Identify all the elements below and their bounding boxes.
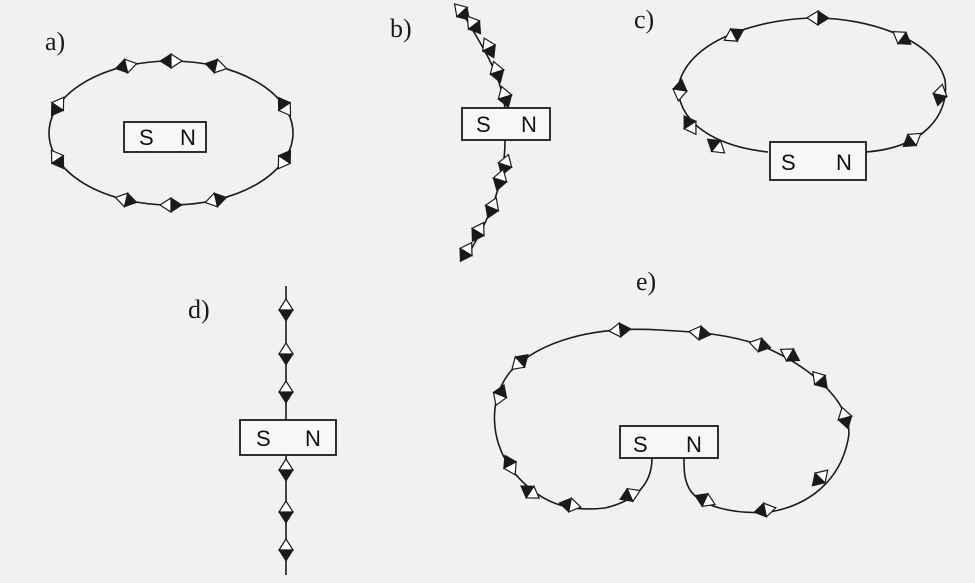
compass-needles	[50, 52, 292, 214]
compass-needle-icon	[159, 52, 184, 70]
north-pole-label: N	[686, 432, 702, 457]
panel-a: a) S N	[45, 27, 294, 214]
compass-needle-icon	[50, 149, 65, 170]
compass-needle-icon	[492, 383, 508, 407]
south-pole-label: S	[476, 112, 491, 137]
panel-label-d: d)	[188, 295, 210, 324]
compass-needle-icon	[114, 58, 138, 75]
panel-label-b: b)	[390, 14, 412, 43]
compass-needle-icon	[520, 484, 541, 499]
compass-needle-icon	[682, 114, 697, 136]
compass-needle-icon	[204, 191, 228, 208]
compass-needle-icon	[812, 370, 828, 389]
compass-needle-icon	[619, 487, 642, 503]
compass-needle-icon	[805, 9, 830, 27]
compass-needle-icon	[931, 83, 948, 107]
panel-b: b) S N	[390, 3, 551, 263]
compass-needle-icon	[723, 27, 745, 43]
compass-needle-icon	[902, 132, 922, 148]
compass-needle-icon	[489, 60, 505, 84]
compass-needle-icon	[466, 15, 482, 35]
compass-needle-icon	[277, 96, 292, 117]
compass-needle-icon	[753, 502, 777, 519]
panel-e: e) S N	[492, 267, 853, 519]
panel-d: d) S N	[188, 286, 337, 575]
compass-needle-icon	[837, 406, 853, 430]
magnet-body	[239, 419, 337, 456]
compass-needle-icon	[779, 347, 801, 363]
magnet-body	[769, 141, 867, 181]
panel-label-a: a)	[45, 27, 65, 56]
field-line	[465, 139, 506, 259]
compass-needle-icon	[706, 138, 726, 154]
south-pole-label: S	[256, 426, 271, 451]
magnet-body	[123, 121, 207, 153]
compass-needle-icon	[277, 149, 292, 170]
panel-label-c: c)	[634, 5, 654, 34]
compass-needle-icon	[158, 196, 183, 214]
compass-needle-icon	[484, 196, 500, 219]
compass-needle-icon	[811, 469, 829, 487]
compass-needle-icon	[688, 325, 712, 342]
compass-needle-icon	[277, 537, 295, 562]
compass-needles	[453, 3, 513, 109]
panel-label-e: e)	[636, 267, 656, 296]
compass-needles	[492, 321, 853, 519]
magnet-body	[461, 107, 551, 141]
south-pole-label: S	[633, 432, 648, 457]
compass-needle-icon	[277, 457, 295, 482]
panel-c: c) S N	[634, 5, 948, 181]
north-pole-label: N	[521, 112, 537, 137]
north-pole-label: N	[836, 150, 852, 175]
compass-needle-icon	[458, 241, 474, 263]
south-pole-label: S	[781, 150, 796, 175]
compass-needle-icon	[277, 499, 295, 524]
compass-needle-icon	[607, 321, 632, 338]
compass-needle-icon	[492, 168, 508, 192]
compass-needle-icon	[50, 96, 65, 117]
compass-needle-icon	[511, 353, 529, 371]
compass-needle-icon	[558, 496, 582, 513]
bar-magnet: S N	[461, 107, 551, 141]
south-pole-label: S	[139, 125, 154, 150]
compass-needles	[672, 9, 948, 154]
compass-needle-icon	[502, 454, 518, 476]
compass-needle-icon	[204, 58, 228, 74]
compass-needle-icon	[277, 379, 295, 404]
bar-magnet: S N	[123, 121, 207, 153]
bar-magnet: S N	[619, 425, 719, 459]
compass-needle-icon	[748, 337, 772, 354]
compass-needle-icon	[892, 31, 912, 45]
compass-needle-icon	[453, 3, 471, 21]
compass-needle-icon	[481, 37, 497, 59]
compass-needle-icon	[277, 341, 295, 366]
compass-needle-icon	[470, 221, 486, 243]
magnet-body	[619, 425, 719, 459]
compass-needle-icon	[114, 192, 138, 208]
north-pole-label: N	[180, 125, 196, 150]
compass-needles	[277, 457, 295, 562]
compass-needle-icon	[694, 492, 717, 508]
north-pole-label: N	[305, 426, 321, 451]
compass-needle-icon	[672, 78, 689, 102]
compass-needle-icon	[497, 85, 513, 109]
compass-needle-icon	[277, 297, 295, 322]
bar-magnet: S N	[769, 141, 867, 181]
compass-needles	[277, 297, 295, 404]
compass-needles	[458, 153, 513, 263]
bar-magnet: S N	[239, 419, 337, 456]
